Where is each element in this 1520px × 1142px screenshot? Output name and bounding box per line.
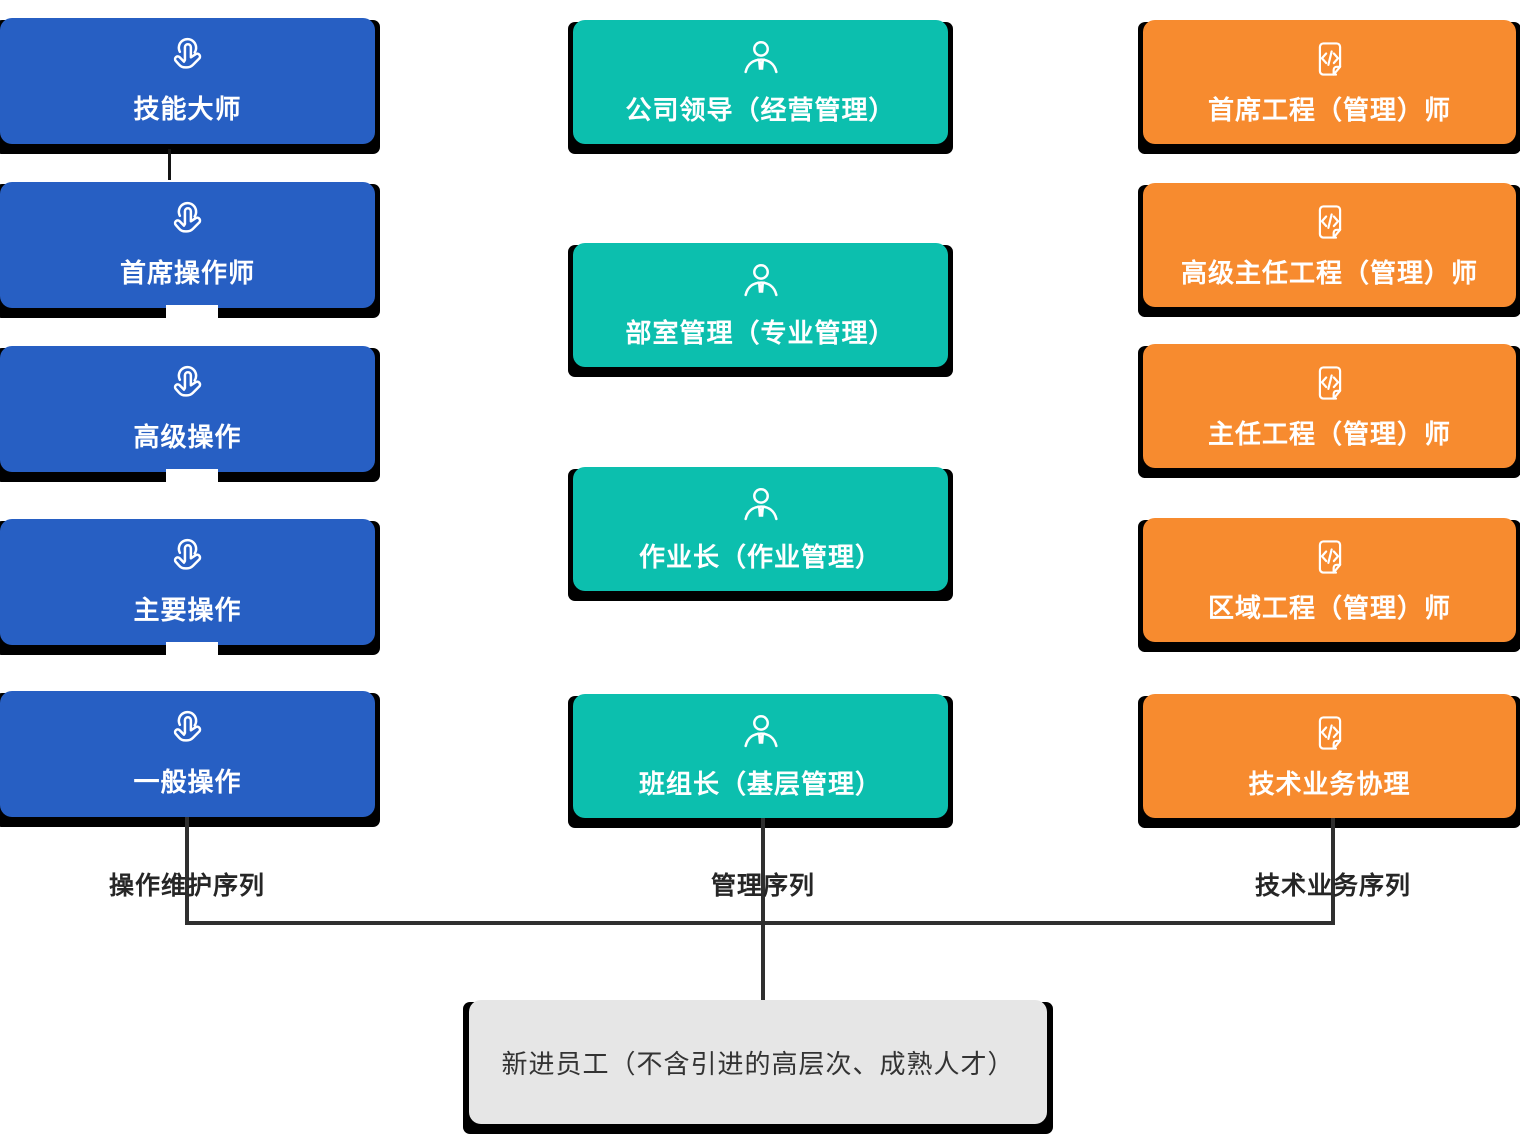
tap-gesture-icon <box>165 536 211 582</box>
box-operation-chief: 作业长（作业管理） <box>568 467 953 601</box>
box-department-management: 部室管理（专业管理） <box>568 243 953 377</box>
shadow-notch <box>166 642 218 662</box>
box-team-leader: 班组长（基层管理） <box>568 694 953 828</box>
box-label: 主任工程（管理）师 <box>1207 420 1451 451</box>
box-new-employees: 新进员工（不含引进的高层次、成熟人才） <box>463 1000 1053 1134</box>
box-label: 班组长（基层管理） <box>638 770 882 801</box>
box-label: 公司领导（经营管理） <box>625 96 896 127</box>
box-label: 高级操作 <box>133 423 242 454</box>
box-label: 首席工程（管理）师 <box>1207 96 1451 127</box>
connector-operation-vertical <box>185 817 189 925</box>
connector-management-vertical <box>761 818 765 1002</box>
tap-gesture-icon <box>165 35 211 81</box>
entry-box-label: 新进员工（不含引进的高层次、成熟人才） <box>501 1049 1015 1080</box>
box-skill-master: 技能大师 <box>0 18 380 154</box>
box-label: 作业长（作业管理） <box>638 543 882 574</box>
label-management-sequence: 管理序列 <box>710 871 816 900</box>
label-operation-sequence: 操作维护序列 <box>108 871 266 900</box>
tap-gesture-icon <box>165 708 211 754</box>
box-label: 部室管理（专业管理） <box>625 319 896 350</box>
box-company-leadership: 公司领导（经营管理） <box>568 20 953 154</box>
box-chief-operator: 首席操作师 <box>0 182 380 318</box>
box-director-engineer: 主任工程（管理）师 <box>1138 344 1520 478</box>
code-document-icon <box>1308 360 1352 406</box>
code-document-icon <box>1308 36 1352 82</box>
box-label: 高级主任工程（管理）师 <box>1180 259 1478 290</box>
code-document-icon <box>1308 199 1352 245</box>
person-icon <box>736 483 786 529</box>
person-icon <box>736 710 786 756</box>
box-chief-engineer: 首席工程（管理）师 <box>1138 20 1520 154</box>
box-senior-operation: 高级操作 <box>0 346 380 482</box>
box-regional-engineer: 区域工程（管理）师 <box>1138 518 1520 652</box>
box-main-operation: 主要操作 <box>0 519 380 655</box>
shadow-notch <box>166 305 218 325</box>
connector-technical-vertical <box>1331 818 1335 925</box>
tap-gesture-icon <box>165 199 211 245</box>
code-document-icon <box>1308 710 1352 756</box>
box-label: 主要操作 <box>133 596 242 627</box>
box-senior-director-engineer: 高级主任工程（管理）师 <box>1138 183 1520 317</box>
box-label: 技能大师 <box>133 95 242 126</box>
tap-gesture-icon <box>165 363 211 409</box>
label-technical-sequence: 技术业务序列 <box>1254 871 1412 900</box>
box-technical-business-assistant: 技术业务协理 <box>1138 694 1520 828</box>
person-icon <box>736 259 786 305</box>
person-icon <box>736 36 786 82</box>
shadow-notch <box>166 469 218 489</box>
box-label: 一般操作 <box>133 768 242 799</box>
box-label: 首席操作师 <box>119 259 255 290</box>
connector-fragment <box>168 149 171 180</box>
code-document-icon <box>1308 534 1352 580</box>
box-label: 技术业务协理 <box>1248 770 1411 801</box>
connector-horizontal <box>185 921 1335 925</box>
box-general-operation: 一般操作 <box>0 691 380 827</box>
box-label: 区域工程（管理）师 <box>1207 594 1451 625</box>
